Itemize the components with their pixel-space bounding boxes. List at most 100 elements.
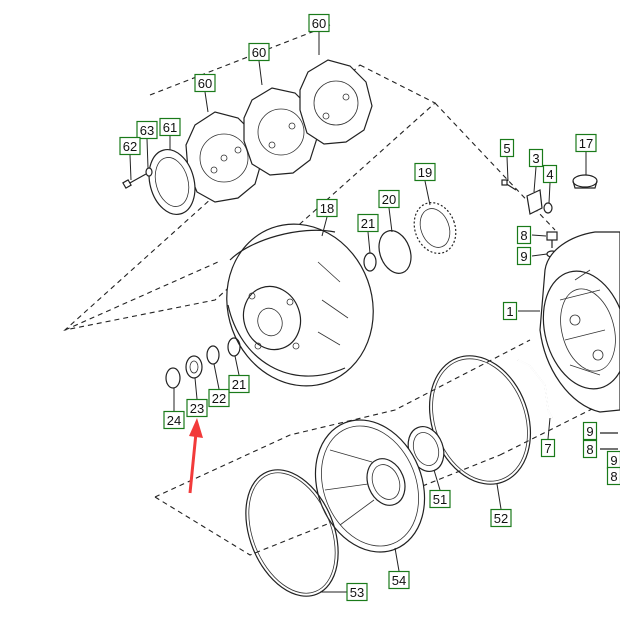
callout-box bbox=[194, 73, 216, 93]
callout-label-52: 52 bbox=[490, 508, 512, 528]
snap-ring-24 bbox=[165, 367, 181, 389]
callout-box bbox=[378, 189, 400, 209]
cap-17 bbox=[572, 174, 598, 189]
callout-label-21: 21 bbox=[357, 213, 379, 233]
callout-label-17: 17 bbox=[575, 133, 597, 153]
callout-text: 61 bbox=[163, 120, 177, 135]
callout-box bbox=[346, 582, 368, 602]
callout-label-8: 8 bbox=[516, 225, 532, 245]
callout-box bbox=[528, 148, 544, 168]
callout-label-18: 18 bbox=[316, 198, 338, 218]
callout-box bbox=[136, 120, 158, 140]
callout-label-22: 22 bbox=[208, 388, 230, 408]
callout-text: 4 bbox=[546, 167, 553, 182]
callout-label-61: 61 bbox=[159, 117, 181, 137]
callout-label-5: 5 bbox=[499, 138, 515, 158]
backing-plate-61 bbox=[148, 149, 196, 215]
callout-label-60: 60 bbox=[308, 13, 330, 33]
callout-box bbox=[516, 246, 532, 266]
callout-leader-lines bbox=[129, 32, 587, 593]
callout-label-23: 23 bbox=[186, 398, 208, 418]
callout-text: 21 bbox=[361, 216, 375, 231]
snap-ring-20 bbox=[378, 230, 412, 274]
callout-text: 23 bbox=[190, 401, 204, 416]
callout-text: 60 bbox=[198, 76, 212, 91]
callout-box bbox=[357, 213, 379, 233]
callout-label-8: 8 bbox=[582, 439, 598, 459]
tube-7 bbox=[517, 359, 553, 419]
callout-box bbox=[582, 439, 598, 459]
callout-text: 21 bbox=[232, 377, 246, 392]
callout-text: 1 bbox=[506, 304, 513, 319]
callout-text: 62 bbox=[123, 139, 137, 154]
callout-text: 7 bbox=[544, 441, 551, 456]
callout-box bbox=[208, 388, 230, 408]
callout-text: 24 bbox=[167, 413, 181, 428]
callout-box bbox=[582, 421, 598, 441]
seal-ring-21-upper bbox=[363, 252, 377, 272]
o-ring-53 bbox=[245, 469, 339, 597]
seal-ring-21-lower bbox=[227, 337, 241, 357]
callout-label-4: 4 bbox=[542, 164, 558, 184]
callout-box bbox=[388, 570, 410, 590]
bracket-3 bbox=[526, 189, 543, 215]
callout-label-62: 62 bbox=[119, 136, 141, 156]
gear-ring-19 bbox=[413, 202, 457, 254]
callout-label-21: 21 bbox=[228, 374, 250, 394]
seal-ring-22 bbox=[206, 345, 220, 365]
bearing-23 bbox=[185, 355, 203, 379]
callout-box bbox=[542, 164, 558, 184]
callout-box bbox=[228, 374, 250, 394]
callout-box bbox=[429, 489, 451, 509]
transmission-housing-1 bbox=[539, 231, 620, 413]
callout-text: 60 bbox=[252, 45, 266, 60]
callout-box bbox=[248, 42, 270, 62]
callout-box bbox=[414, 162, 436, 182]
callout-text: 22 bbox=[212, 391, 226, 406]
callout-text: 60 bbox=[312, 16, 326, 31]
callout-label-7: 7 bbox=[540, 438, 556, 458]
callout-box bbox=[540, 438, 556, 458]
screw-5 bbox=[501, 179, 517, 191]
callout-text: 5 bbox=[503, 141, 510, 156]
callout-label-9: 9 bbox=[606, 450, 620, 470]
callout-label-60: 60 bbox=[248, 42, 270, 62]
callout-label-60: 60 bbox=[194, 73, 216, 93]
callout-text: 54 bbox=[392, 573, 406, 588]
callout-label-20: 20 bbox=[378, 189, 400, 209]
callout-box bbox=[575, 133, 597, 153]
callout-text: 18 bbox=[320, 201, 334, 216]
callout-text: 20 bbox=[382, 192, 396, 207]
callout-box bbox=[159, 117, 181, 137]
callout-label-24: 24 bbox=[163, 410, 185, 430]
torque-converter-18 bbox=[226, 223, 374, 387]
callout-label-53: 53 bbox=[346, 582, 368, 602]
callout-label-19: 19 bbox=[414, 162, 436, 182]
callout-box bbox=[316, 198, 338, 218]
callout-text: 9 bbox=[586, 424, 593, 439]
red-indicator-arrow bbox=[188, 418, 203, 494]
callout-box bbox=[502, 301, 518, 321]
plug-8-upper bbox=[546, 231, 558, 248]
washer-63 bbox=[145, 167, 153, 177]
callout-text: 8 bbox=[520, 228, 527, 243]
callout-box bbox=[516, 225, 532, 245]
friction-plate-60-back bbox=[299, 59, 373, 145]
callout-text: 17 bbox=[579, 136, 593, 151]
callout-label-3: 3 bbox=[528, 148, 544, 168]
callout-text: 52 bbox=[494, 511, 508, 526]
callout-text: 19 bbox=[418, 165, 432, 180]
callout-box bbox=[308, 13, 330, 33]
washer-4 bbox=[543, 202, 553, 214]
callout-label-8: 8 bbox=[606, 466, 620, 486]
callout-label-63: 63 bbox=[136, 120, 158, 140]
callout-label-51: 51 bbox=[429, 489, 451, 509]
bolt-62 bbox=[122, 173, 147, 189]
callout-box bbox=[186, 398, 208, 418]
callout-text: 63 bbox=[140, 123, 154, 138]
callout-box bbox=[490, 508, 512, 528]
callout-label-54: 54 bbox=[388, 570, 410, 590]
callout-box bbox=[499, 138, 515, 158]
